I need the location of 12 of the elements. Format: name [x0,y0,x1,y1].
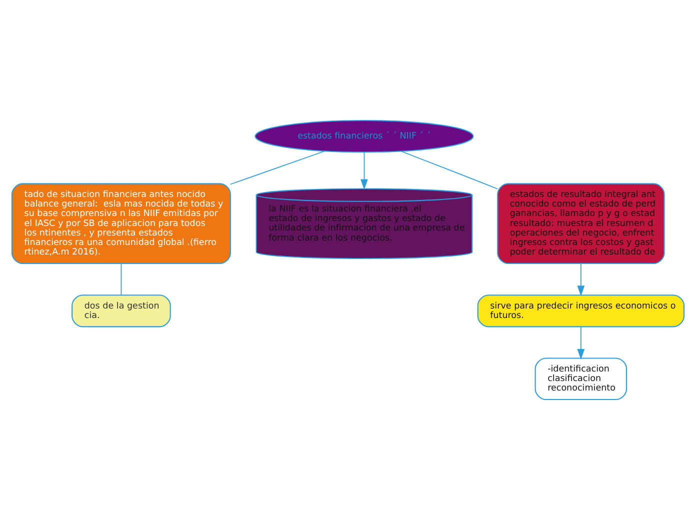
connector [400,150,498,190]
node-box: tado de situacion financiera antes nocido balance general: esla mas nocida de todas y su base comprensiva n las NIIF emitidas por el IASC y por SB de aplicacion para todos los ntinentes , y presenta estados financieros ra una comunidad global .(fierro rtinez,A.m 2016). [11,183,231,264]
arrow [577,326,585,360]
node-ellipse: estados financieros ´ ´ NIIF ´ ´ [254,120,474,153]
node-box: dos de la gestion cia. [72,294,171,328]
arrow [577,263,585,296]
connector [120,263,122,296]
node-box: -identificacion clasificacion reconocimiento [534,358,628,400]
node-box: estados de resultado integral ant conocido como el estado de perd ganancias, llamado p y g o estad resultado: muestra el resumen d operaciones del negocio, enfrent ingresos contra los costos y gast poder determinar el resultado de [497,183,665,264]
arrow [360,152,368,190]
node-box: sirve para predecir ingresos economicos o futuros. [477,294,685,328]
connector [230,150,326,185]
